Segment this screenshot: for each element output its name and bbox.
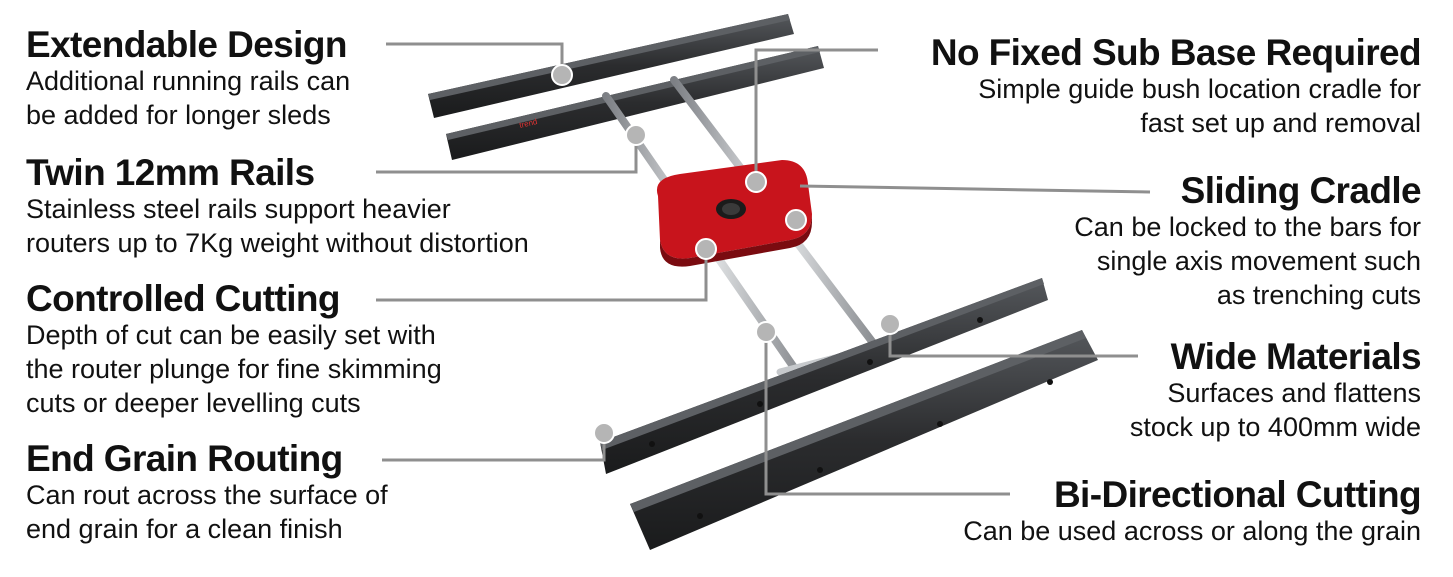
feature-description: Simple guide bush location cradle for fa…: [978, 74, 1421, 138]
callout-line-extendable: [386, 42, 564, 74]
feature-title: Twin 12mm Rails: [26, 152, 315, 193]
feature-extendable-design: Extendable Design Additional running rai…: [26, 26, 350, 132]
lower-rail-right: [630, 330, 1098, 550]
callout-line-no-sub-base: [754, 48, 878, 182]
feature-sliding-cradle: Sliding Cradle Can be locked to the bars…: [1074, 172, 1421, 312]
callout-dot: [879, 313, 901, 335]
feature-description: Additional running rails can be added fo…: [26, 66, 351, 130]
lower-rail-left: [600, 278, 1048, 474]
feature-end-grain-routing: End Grain Routing Can rout across the su…: [26, 440, 388, 546]
feature-bi-directional-cutting: Bi-Directional Cutting Can be used acros…: [963, 476, 1421, 548]
feature-title: Controlled Cutting: [26, 278, 341, 319]
feature-description: Can rout across the surface of end grain…: [26, 480, 388, 544]
feature-wide-materials: Wide Materials Surfaces and flattens sto…: [1129, 336, 1422, 444]
feature-title: No Fixed Sub Base Required: [930, 32, 1422, 73]
feature-title: Bi-Directional Cutting: [1053, 474, 1422, 515]
feature-title: Wide Materials: [1170, 336, 1422, 377]
callout-line-twin-rails: [376, 136, 638, 174]
upper-rail-back: [428, 14, 794, 118]
feature-description: Can be used across or along the grain: [963, 516, 1421, 546]
callout-line-controlled: [376, 250, 708, 302]
feature-title: Sliding Cradle: [1180, 170, 1422, 211]
callout-dot: [745, 171, 767, 193]
callout-line-wide-materials: [888, 326, 1138, 358]
callout-line-bi-directional: [764, 332, 1010, 496]
feature-description: Can be locked to the bars for single axi…: [1074, 212, 1421, 310]
feature-description: Depth of cut can be easily set with the …: [26, 320, 442, 418]
feature-description: Stainless steel rails support heavier ro…: [26, 194, 529, 258]
feature-title: Extendable Design: [26, 24, 347, 65]
callout-line-end-grain: [382, 434, 606, 462]
callout-dots: [551, 64, 901, 444]
callout-dot: [625, 124, 647, 146]
upper-rail-front: trend: [446, 46, 824, 160]
feature-title: End Grain Routing: [26, 438, 343, 479]
feature-twin-rails: Twin 12mm Rails Stainless steel rails su…: [26, 154, 529, 260]
callout-dot: [755, 321, 777, 343]
feature-description: Surfaces and flattens stock up to 400mm …: [1129, 378, 1421, 442]
sliding-cradle-plate: [656, 160, 812, 267]
svg-text:trend: trend: [518, 117, 538, 130]
callout-line-sliding-cradle: [799, 184, 1151, 194]
callout-dot: [695, 238, 717, 260]
feature-controlled-cutting: Controlled Cutting Depth of cut can be e…: [26, 280, 442, 420]
callout-dot: [785, 209, 807, 231]
callout-dot: [593, 422, 615, 444]
feature-no-fixed-sub-base: No Fixed Sub Base Required Simple guide …: [930, 32, 1422, 140]
callout-dot: [551, 64, 573, 86]
